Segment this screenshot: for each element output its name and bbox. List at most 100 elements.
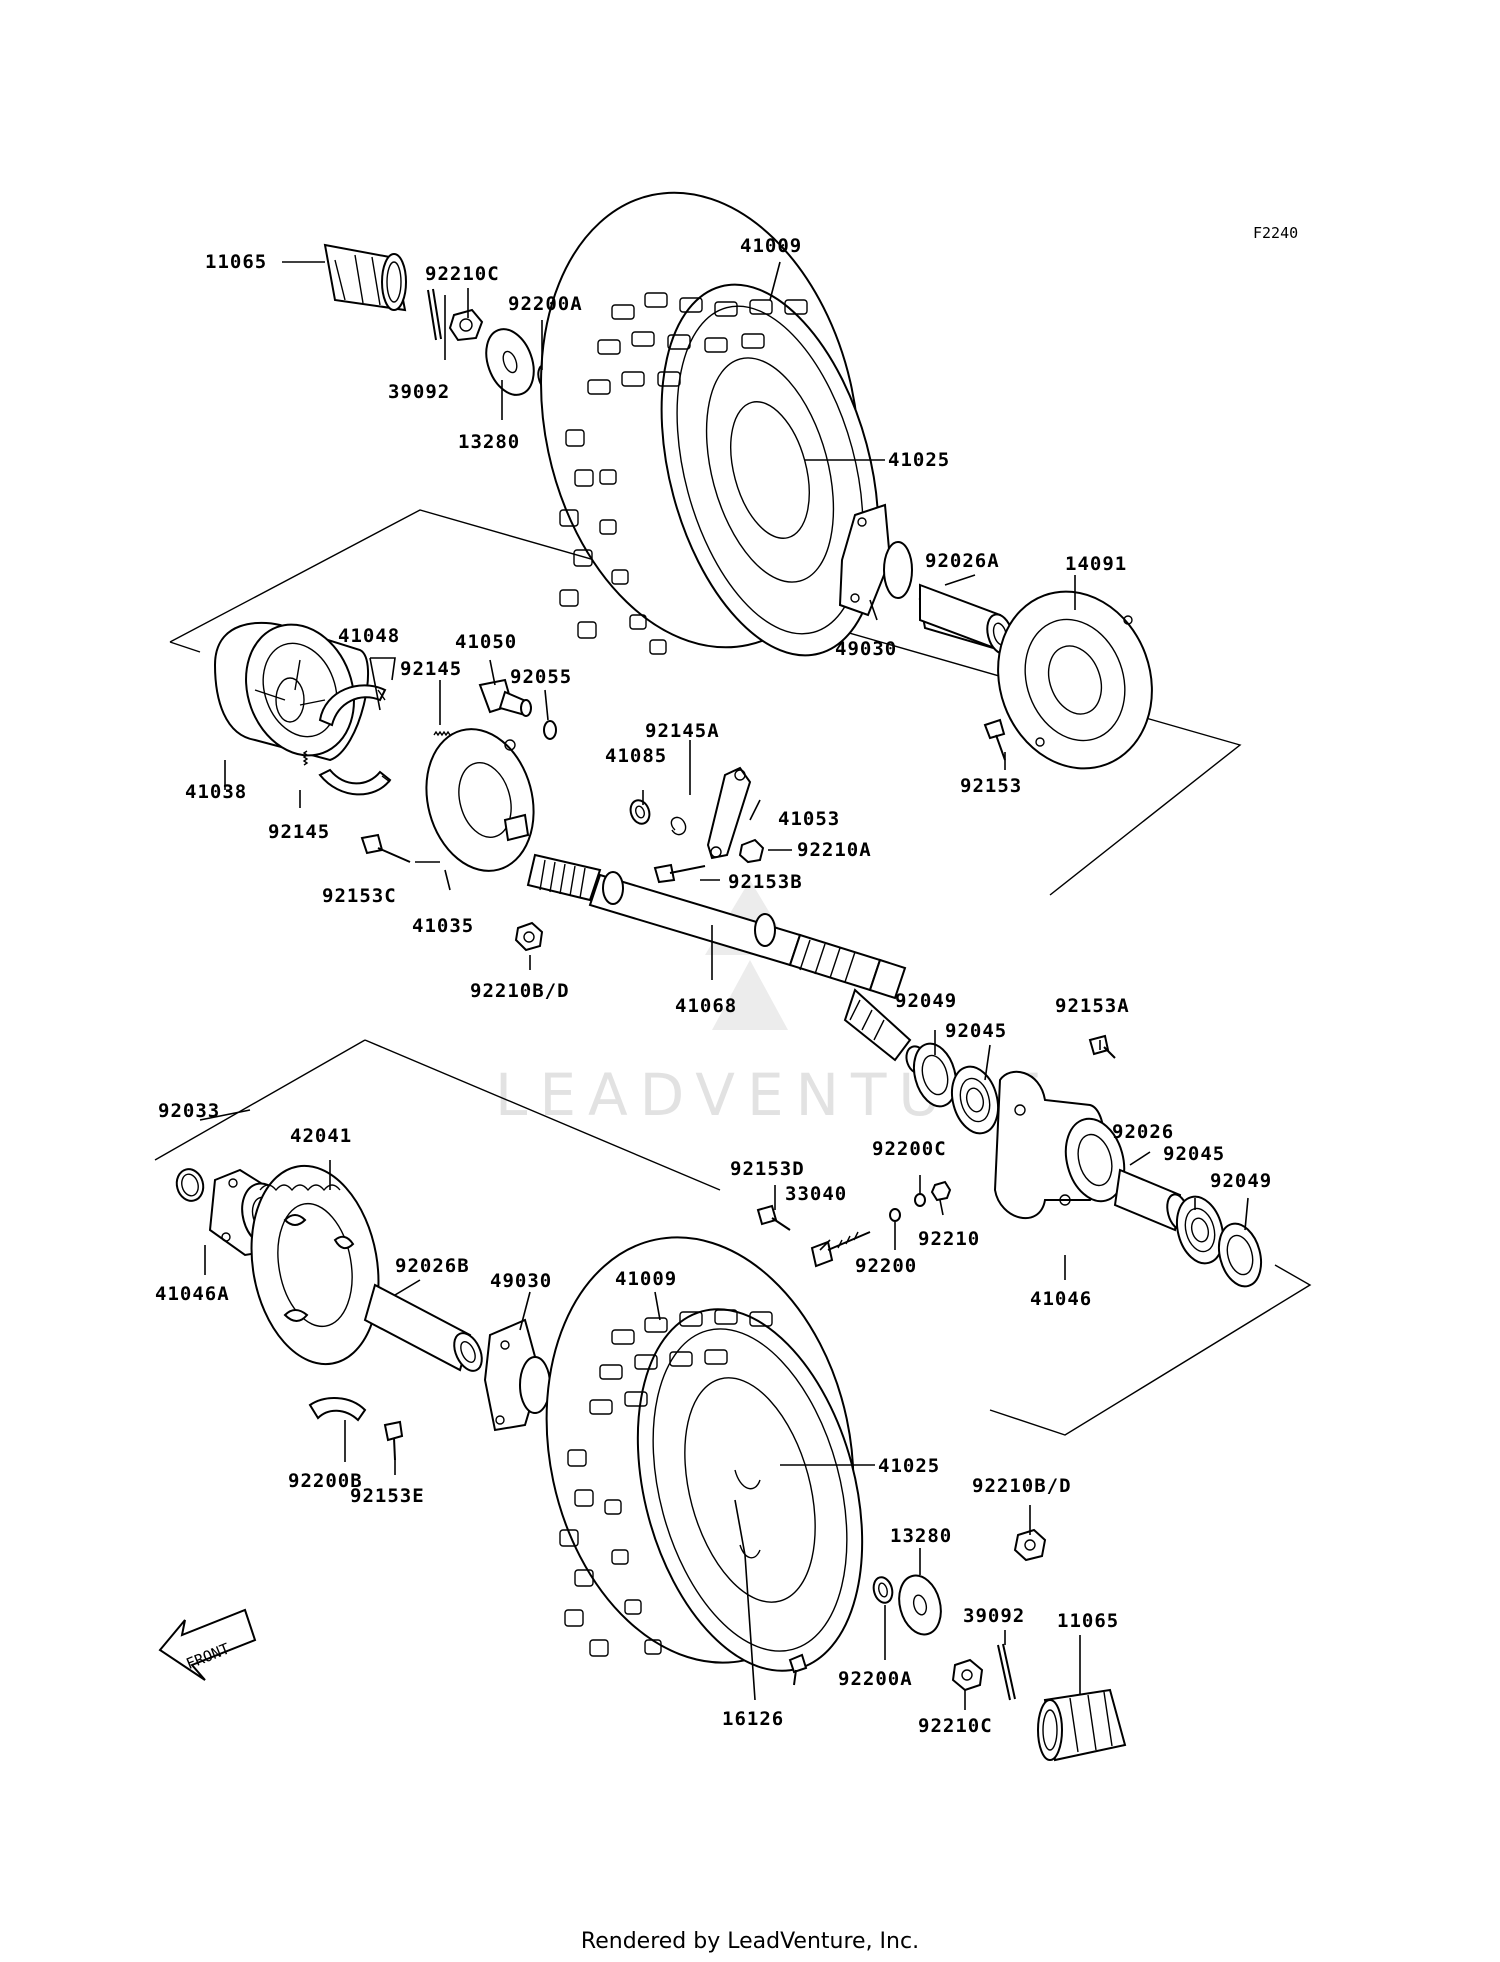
- label-41068: 41068: [675, 995, 737, 1017]
- axle-41068: [526, 853, 929, 1075]
- label-41046: 41046: [1030, 1288, 1092, 1310]
- label-92145A: 92145A: [645, 720, 720, 742]
- bolt-92153C: [360, 833, 411, 863]
- label-92210BD-top: 92210B/D: [470, 980, 570, 1002]
- o-ring-92033: [175, 1168, 205, 1202]
- label-92153E: 92153E: [350, 1485, 425, 1507]
- label-92210A: 92210A: [797, 839, 872, 861]
- bolt-92153B: [653, 863, 706, 884]
- label-42041: 42041: [290, 1125, 352, 1147]
- bolt-92153: [983, 718, 1006, 761]
- label-41050: 41050: [455, 631, 517, 653]
- label-92145-b: 92145: [268, 821, 330, 843]
- o-ring-92055: [543, 720, 557, 740]
- diagram-code: F2240: [1253, 224, 1298, 242]
- spring-92145A: [670, 816, 687, 836]
- label-49030-top: 49030: [835, 638, 897, 660]
- label-41035: 41035: [412, 915, 474, 937]
- washer-13280-bot: [898, 1574, 942, 1636]
- nut-92210: [930, 1180, 952, 1202]
- label-92200C: 92200C: [872, 1138, 947, 1160]
- label-41048: 41048: [338, 625, 400, 647]
- label-92145-a: 92145: [400, 658, 462, 680]
- part-labels: 11065 92210C 39092 92200A 13280 41009 41…: [155, 235, 1271, 1737]
- label-92153: 92153: [960, 775, 1022, 797]
- spring-92145-a: [433, 730, 451, 737]
- label-92210: 92210: [918, 1228, 980, 1250]
- castle-nut-top: [448, 308, 484, 342]
- washer-92200C: [914, 1193, 926, 1207]
- front-arrow: FRONT: [158, 1608, 257, 1681]
- flange-49030-top: [838, 503, 913, 617]
- label-41085: 41085: [605, 745, 667, 767]
- tire-bottom: [545, 1236, 864, 1672]
- label-92153A: 92153A: [1055, 995, 1130, 1017]
- cotter-pin-bot: [997, 1643, 1016, 1701]
- label-41038: 41038: [185, 781, 247, 803]
- label-92153B: 92153B: [728, 871, 803, 893]
- flange-49030-bot: [483, 1318, 551, 1432]
- label-92200A-top: 92200A: [508, 293, 583, 315]
- lower-assembly-frame: [154, 1039, 1312, 1436]
- label-39092-bot: 39092: [963, 1605, 1025, 1627]
- brake-drum-cover-14091: [997, 590, 1153, 770]
- bearing-92045-bot: [1175, 1195, 1225, 1265]
- bolt-33040: [810, 1231, 871, 1268]
- label-92200B: 92200B: [288, 1470, 363, 1492]
- leader-lines: [199, 261, 1249, 1710]
- brake-panel-41035: [425, 728, 535, 872]
- sprocket-42041: [250, 1164, 380, 1366]
- label-92200A-bot: 92200A: [838, 1668, 913, 1690]
- label-92055: 92055: [510, 666, 572, 688]
- label-92153D: 92153D: [730, 1158, 805, 1180]
- axle-housing-41046: [993, 1070, 1126, 1219]
- label-92045-top: 92045: [945, 1020, 1007, 1042]
- label-92153C: 92153C: [322, 885, 397, 907]
- castle-nut-bot: [951, 1658, 984, 1692]
- label-39092-top: 39092: [388, 381, 450, 403]
- label-41053: 41053: [778, 808, 840, 830]
- footer-credit: Rendered by LeadVenture, Inc.: [580, 1929, 920, 1954]
- label-92045-bot: 92045: [1163, 1143, 1225, 1165]
- label-92026A: 92026A: [925, 550, 1000, 572]
- spring-92145-b: [302, 750, 309, 766]
- seal-92049-bot: [1217, 1222, 1263, 1288]
- bearing-92045-top: [950, 1065, 1000, 1135]
- label-41009-bot: 41009: [615, 1268, 677, 1290]
- label-33040: 33040: [785, 1183, 847, 1205]
- bolt-92153E: [383, 1420, 404, 1461]
- washer-92200A-bot: [872, 1576, 894, 1604]
- label-49030-bot: 49030: [490, 1270, 552, 1292]
- label-13280-bot: 13280: [890, 1525, 952, 1547]
- label-92200: 92200: [855, 1255, 917, 1277]
- cam-41050: [478, 678, 532, 717]
- washer-13280-top: [485, 328, 535, 396]
- washer-92200: [889, 1208, 901, 1222]
- tire-top: [540, 191, 880, 657]
- label-92026: 92026: [1112, 1121, 1174, 1143]
- nut-92210A: [738, 838, 765, 864]
- seal-92049-top: [912, 1042, 958, 1108]
- washer-41085: [629, 799, 651, 825]
- cotter-pin-top: [427, 288, 442, 341]
- label-92210C-top: 92210C: [425, 263, 500, 285]
- label-13280-top: 13280: [458, 431, 520, 453]
- brake-drum-41038: [213, 621, 369, 762]
- label-16126: 16126: [722, 1708, 784, 1730]
- bolt-92153A: [1088, 1034, 1116, 1059]
- label-41046A: 41046A: [155, 1283, 230, 1305]
- hub-cap-bot: [1037, 1688, 1127, 1762]
- label-41025-bot: 41025: [878, 1455, 940, 1477]
- lock-plate-92200B: [308, 1397, 367, 1422]
- label-92210C-bot: 92210C: [918, 1715, 993, 1737]
- label-11065-bot: 11065: [1057, 1610, 1119, 1632]
- label-41025-top: 41025: [888, 449, 950, 471]
- nut-92210BD-bot: [1013, 1528, 1047, 1562]
- valve-16126: [788, 1653, 808, 1686]
- hub-cap-top: [323, 243, 407, 312]
- label-11065-top: 11065: [205, 251, 267, 273]
- label-92049-top: 92049: [895, 990, 957, 1012]
- lever-41053: [706, 766, 752, 860]
- label-92033: 92033: [158, 1100, 220, 1122]
- bolt-92153D: [756, 1204, 791, 1231]
